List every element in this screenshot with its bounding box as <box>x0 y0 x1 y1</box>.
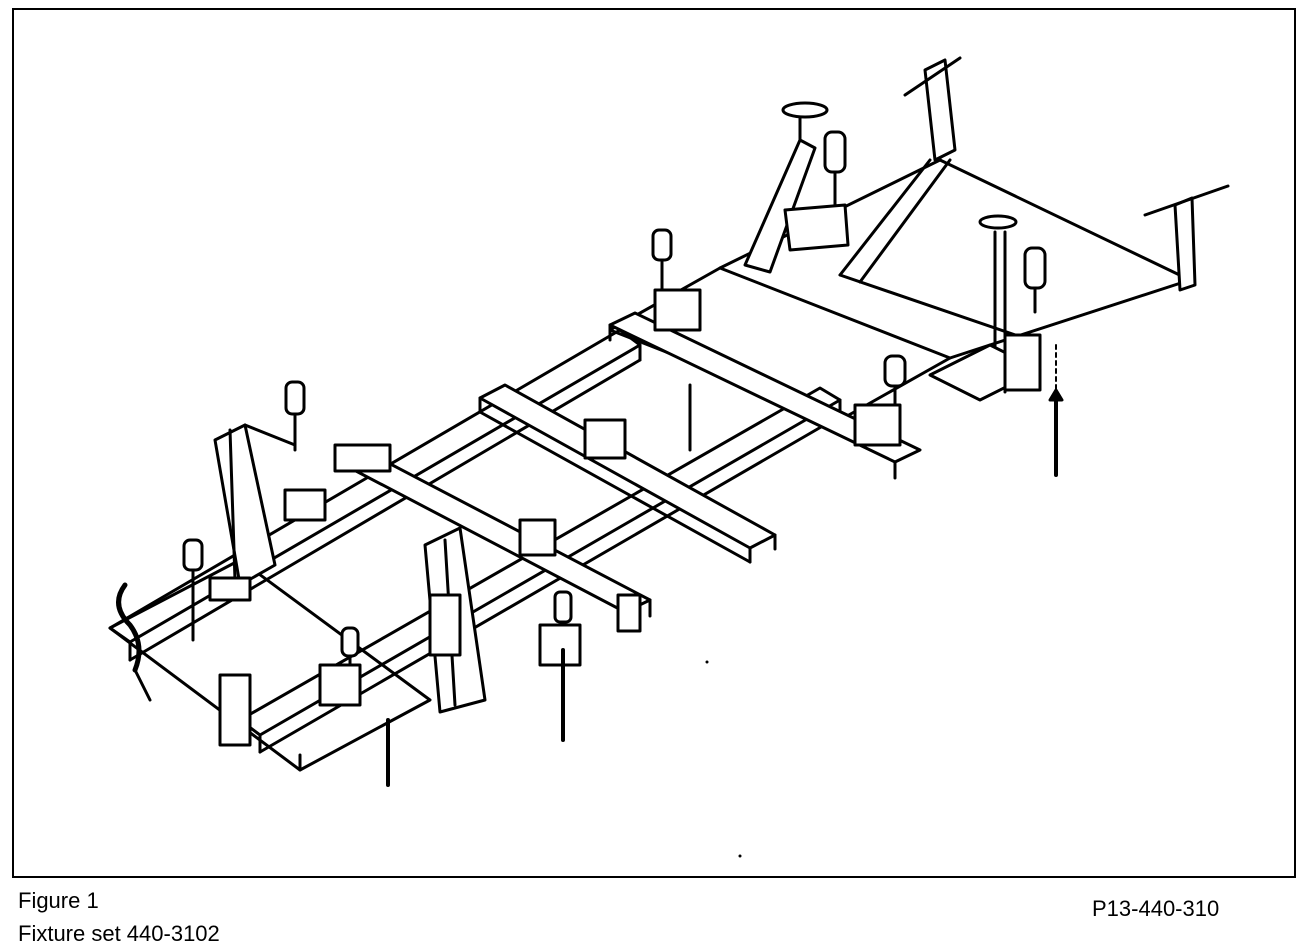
hanging-bolts <box>386 344 1064 787</box>
fixture-tower-rear <box>743 101 850 274</box>
specks <box>705 660 742 858</box>
figure-description: Fixture set 440-3102 <box>18 921 220 946</box>
cross-beam-rear <box>608 311 922 480</box>
figure-number: Figure 1 <box>18 888 99 913</box>
part-number: P13-440-310 <box>1092 896 1220 921</box>
cross-beam-front <box>333 446 652 632</box>
locator-pins <box>182 130 1047 682</box>
fixture-tower-center <box>423 526 487 714</box>
figure-frame <box>12 8 1296 878</box>
cross-beam-center <box>478 383 777 564</box>
front-hook <box>116 582 152 702</box>
front-plate <box>108 558 432 772</box>
fixture-tower-front-left <box>208 423 297 602</box>
clamp-blocks <box>218 288 1042 747</box>
